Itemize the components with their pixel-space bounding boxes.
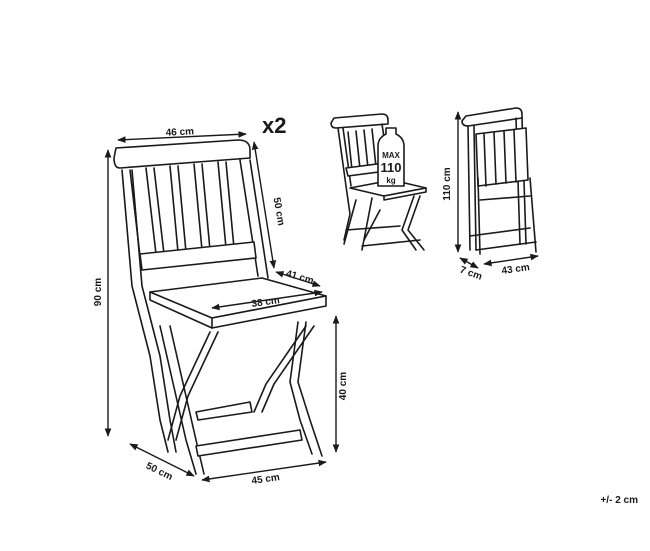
- folded-dimension-lines: [454, 111, 539, 269]
- seat-width-label: 38 cm: [251, 295, 281, 310]
- seat-depth-label: 41 cm: [285, 268, 315, 286]
- backrest-height-label: 50 cm: [271, 197, 287, 227]
- tolerance-note: +/- 2 cm: [600, 495, 638, 506]
- base-width-label: 45 cm: [251, 472, 281, 487]
- width-top-label: 46 cm: [165, 126, 194, 138]
- folded-depth-label: 7 cm: [458, 265, 483, 283]
- dimension-lines: [104, 130, 340, 483]
- max-load-caption: MAX: [382, 151, 400, 160]
- folded-height-label: 110 cm: [442, 167, 453, 200]
- total-height-label: 90 cm: [93, 278, 104, 306]
- folded-width-label: 43 cm: [501, 262, 531, 277]
- max-load-unit: kg: [386, 176, 395, 185]
- max-load-value: 110: [381, 160, 402, 175]
- seat-height-label: 40 cm: [338, 372, 349, 400]
- folded-chair-drawing: [461, 107, 537, 255]
- max-load-badge: MAX 110 kg: [377, 127, 405, 187]
- quantity-multiplier: x2: [262, 113, 286, 138]
